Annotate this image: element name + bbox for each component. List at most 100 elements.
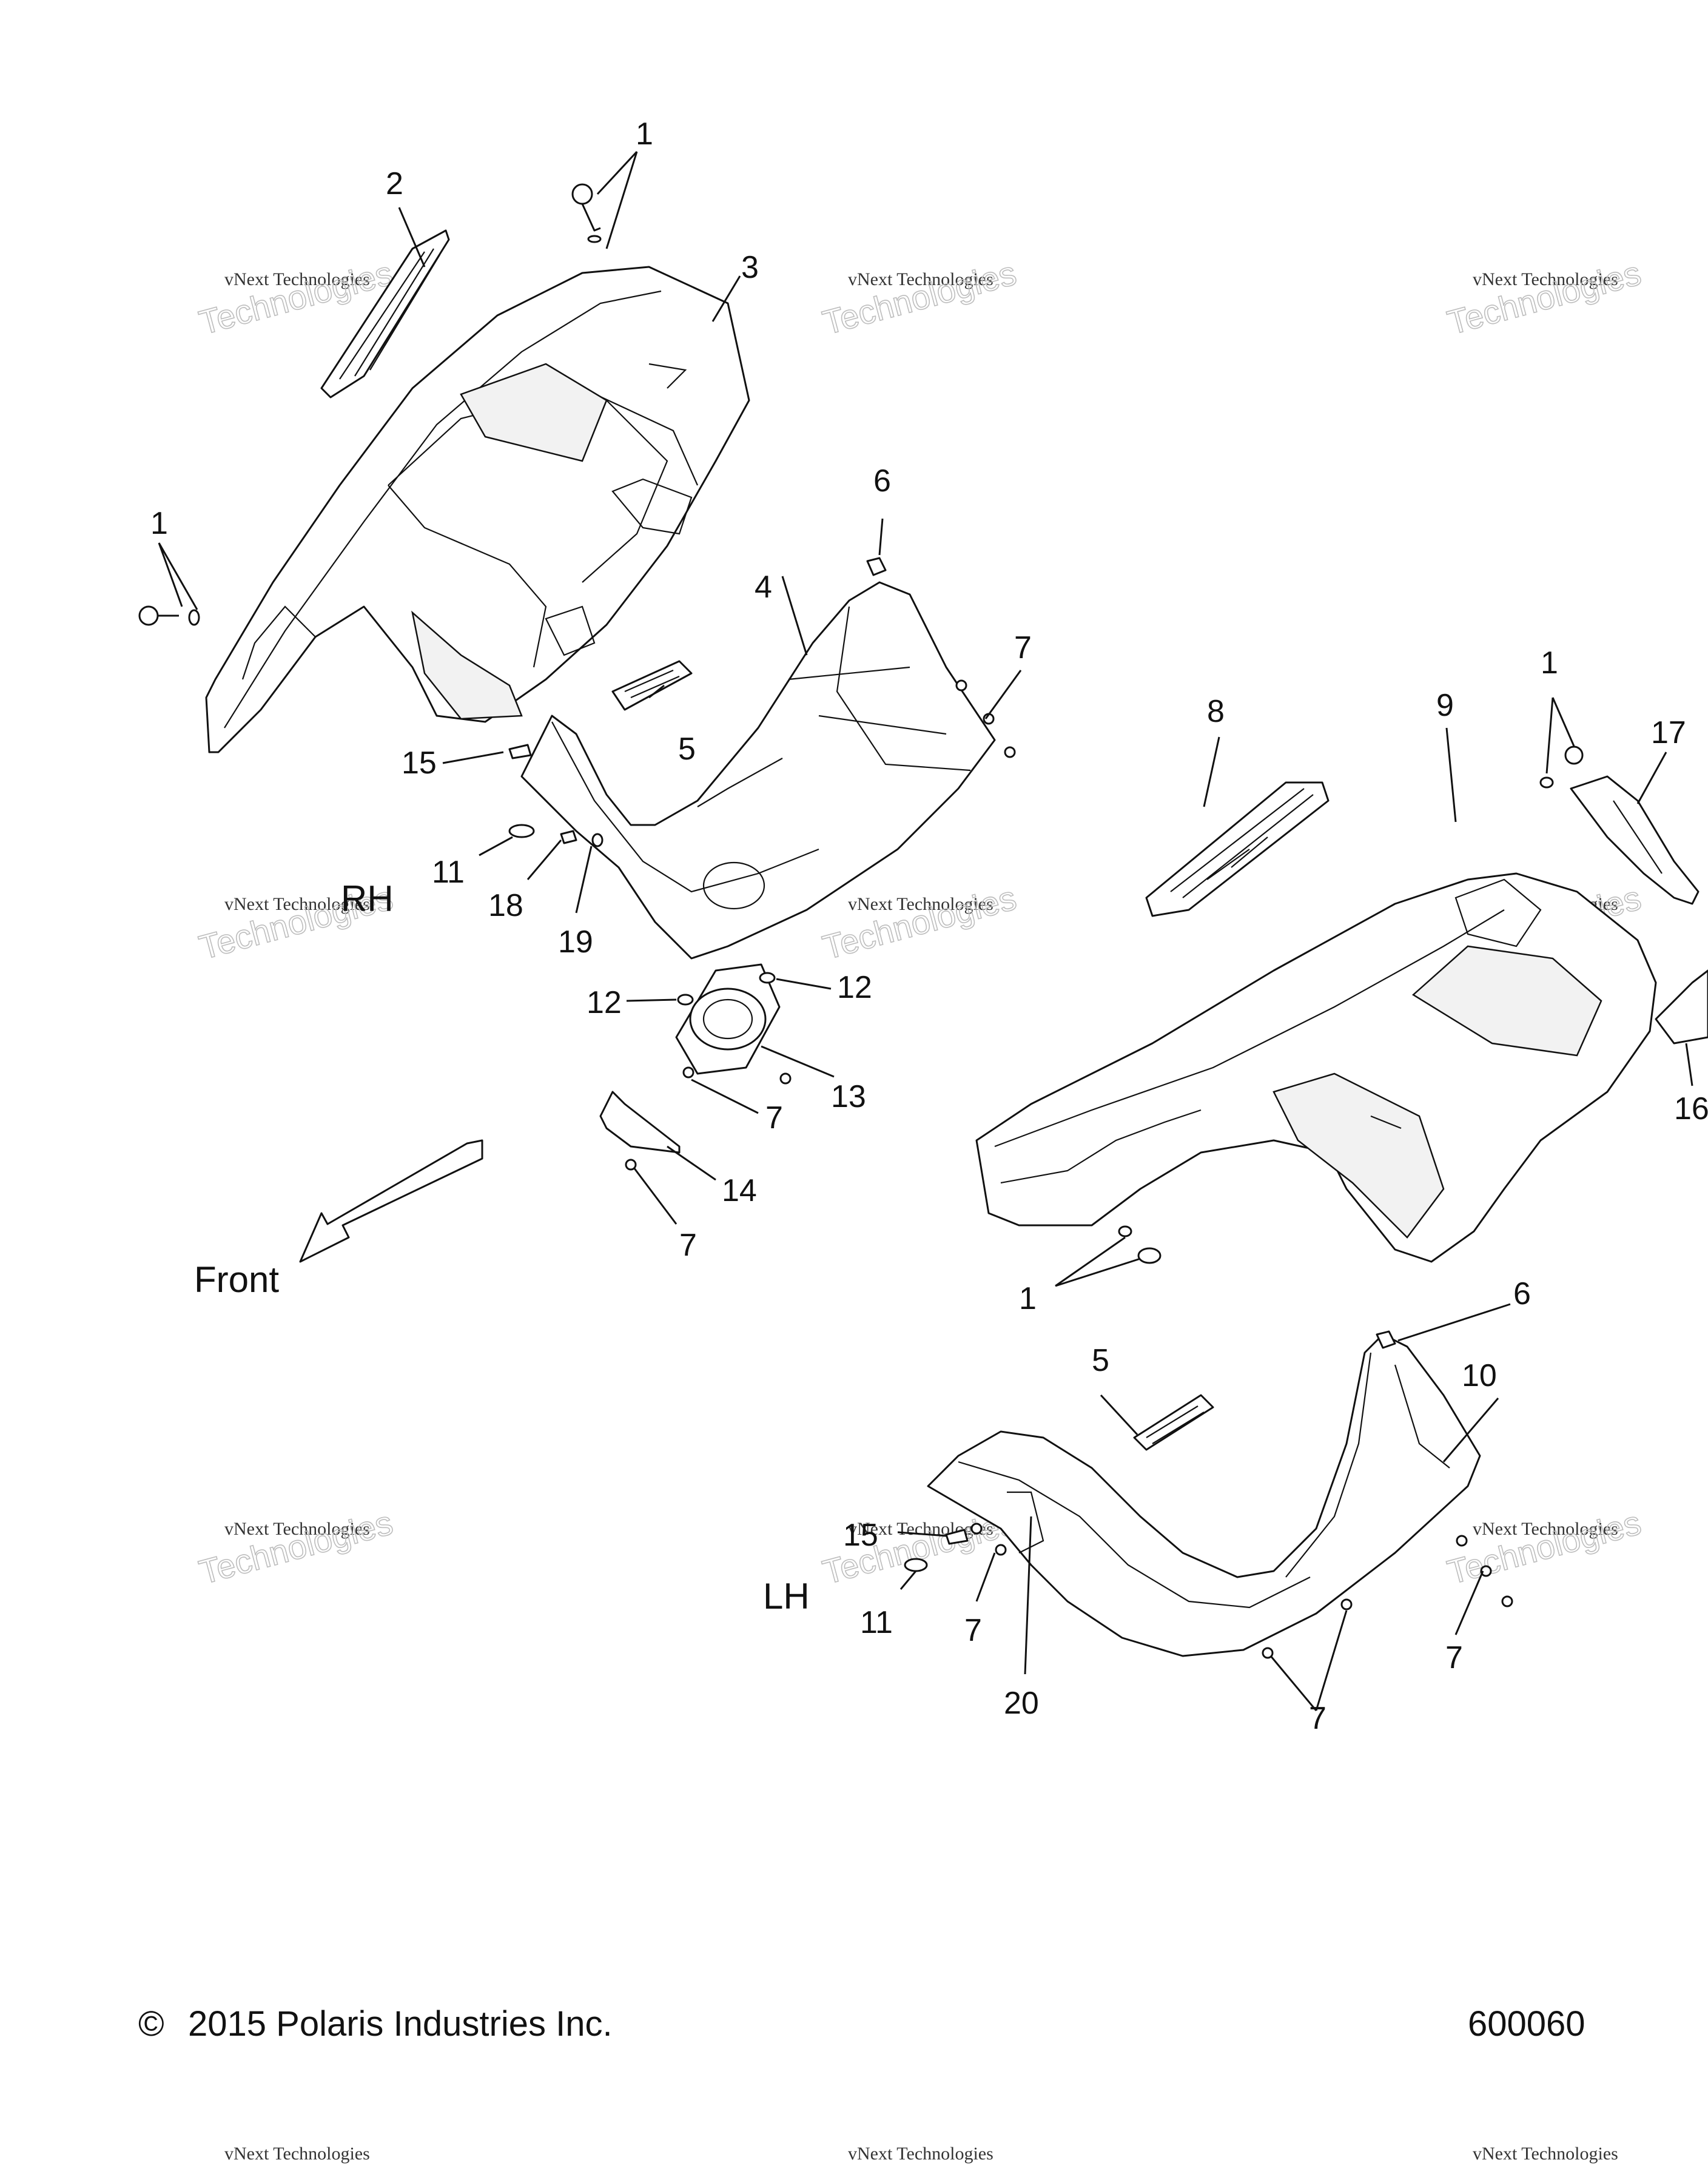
callout-8: 8 (1207, 694, 1225, 729)
svg-text:vNext Technologies: vNext Technologies (224, 1519, 370, 1539)
watermark-10: vNext Technologies (224, 2144, 370, 2164)
callout-5: 5 (1092, 1343, 1109, 1378)
callout-11: 11 (860, 1605, 893, 1640)
callout-6: 6 (1513, 1276, 1531, 1311)
callout-7: 7 (765, 1100, 783, 1136)
screw-7 (970, 1523, 983, 1535)
part-14-bracket (599, 1091, 681, 1154)
callout-2: 2 (386, 166, 403, 201)
callout-17: 17 (1651, 715, 1686, 750)
washer-12 (677, 994, 694, 1006)
fastener-15-lh (945, 1529, 969, 1545)
screw-7 (779, 1072, 792, 1085)
callout-6: 6 (873, 463, 891, 499)
fastener-6-lh (1376, 1330, 1396, 1349)
part-10-lh-lower-panel (927, 1333, 1481, 1657)
svg-text:vNext Technologies: vNext Technologies (224, 2144, 370, 2164)
callout-1: 1 (1541, 645, 1558, 681)
leader-lines (158, 150, 1693, 1711)
callouts: 1 2 3 1 6 4 7 5 15 11 18 19 12 12 13 7 1… (150, 116, 1708, 1736)
part-8-vent-grille (1145, 781, 1330, 917)
washer-12 (759, 972, 776, 984)
fastener-15-rh (508, 744, 532, 759)
fastener-1-right (1539, 745, 1584, 789)
svg-text:Technologies: Technologies (1444, 254, 1645, 342)
callout-7: 7 (1309, 1701, 1326, 1736)
screw-7 (625, 1159, 637, 1171)
svg-text:Technologies: Technologies (819, 878, 1020, 966)
callout-15: 15 (402, 745, 437, 781)
svg-text:vNext Technologies: vNext Technologies (848, 1519, 994, 1539)
rivet-18 (560, 830, 577, 844)
callout-1: 1 (636, 116, 653, 152)
svg-text:vNext Technologies: vNext Technologies (1473, 2144, 1618, 2164)
svg-text:vNext Technologies: vNext Technologies (848, 2144, 994, 2164)
part-2-vent-grille (320, 229, 450, 399)
screw-7 (1456, 1535, 1468, 1547)
callout-3: 3 (741, 250, 759, 285)
callout-12: 12 (837, 970, 872, 1005)
callout-14: 14 (722, 1173, 757, 1208)
svg-text:vNext Technologies: vNext Technologies (224, 269, 370, 289)
callout-1: 1 (150, 506, 168, 541)
callout-15: 15 (843, 1518, 878, 1553)
watermark-11: vNext Technologies (848, 2144, 994, 2164)
part-4-rh-lower-panel (520, 581, 996, 960)
fastener-1-top (571, 183, 602, 243)
svg-text:Technologies: Technologies (819, 254, 1020, 342)
part-16-edge-vent (1655, 969, 1708, 1045)
callout-9: 9 (1436, 688, 1454, 723)
washer-19 (591, 833, 604, 847)
callout-12: 12 (587, 985, 622, 1020)
fastener-6-rh (866, 557, 887, 576)
part-3-rh-side-panel (205, 266, 750, 753)
callout-7: 7 (964, 1613, 982, 1648)
callout-11: 11 (432, 855, 465, 890)
svg-text:Technologies: Technologies (195, 1503, 397, 1591)
part-5-latch-lh (1133, 1394, 1214, 1451)
watermark-9: vNext Technologies Technologies (1443, 1503, 1646, 1592)
watermark-3: vNext Technologies Technologies (1443, 253, 1646, 342)
clip-11-rh (508, 824, 535, 838)
part-13-mount-plate (675, 963, 781, 1075)
svg-text:vNext Technologies: vNext Technologies (1473, 269, 1618, 289)
screw-7 (1262, 1647, 1274, 1659)
callout-10: 10 (1462, 1358, 1497, 1393)
callout-7: 7 (679, 1228, 697, 1263)
watermark-12: vNext Technologies (1473, 2144, 1618, 2164)
screw-7 (682, 1066, 694, 1079)
rh-label: RH (341, 878, 394, 919)
watermark-5: vNext Technologies Technologies (818, 878, 1021, 967)
screw-7 (995, 1544, 1007, 1556)
copyright-text: 2015 Polaris Industries Inc. (188, 2004, 613, 2044)
callout-5: 5 (678, 732, 696, 767)
screw-7 (955, 679, 967, 692)
callout-13: 13 (831, 1079, 866, 1114)
watermark-7: vNext Technologies Technologies (195, 1503, 397, 1592)
lh-label: LH (763, 1576, 810, 1617)
clip-11-lh (904, 1558, 928, 1572)
front-direction-arrow (299, 1139, 483, 1263)
watermark-2: vNext Technologies Technologies (818, 253, 1021, 342)
front-label: Front (194, 1259, 279, 1300)
callout-4: 4 (755, 570, 772, 605)
callout-19: 19 (558, 924, 593, 960)
part-9-lh-side-panel (975, 872, 1657, 1263)
figure-number: 600060 (1468, 2004, 1585, 2044)
callout-18: 18 (488, 888, 523, 923)
screw-7 (1340, 1598, 1353, 1610)
svg-text:vNext Technologies: vNext Technologies (848, 894, 994, 914)
callout-1: 1 (1019, 1281, 1037, 1316)
screw-7 (1480, 1565, 1492, 1577)
hardware (138, 183, 1584, 1659)
callout-7: 7 (1445, 1640, 1463, 1675)
fastener-1-left (138, 605, 200, 626)
svg-text:vNext Technologies: vNext Technologies (1473, 1519, 1618, 1539)
callout-20: 20 (1004, 1686, 1039, 1721)
part-17-bracket (1570, 775, 1700, 905)
callout-7: 7 (1014, 630, 1032, 665)
screw-7 (1501, 1595, 1513, 1607)
svg-text:Technologies: Technologies (1444, 1503, 1645, 1591)
fastener-1-bottom (1118, 1225, 1162, 1264)
